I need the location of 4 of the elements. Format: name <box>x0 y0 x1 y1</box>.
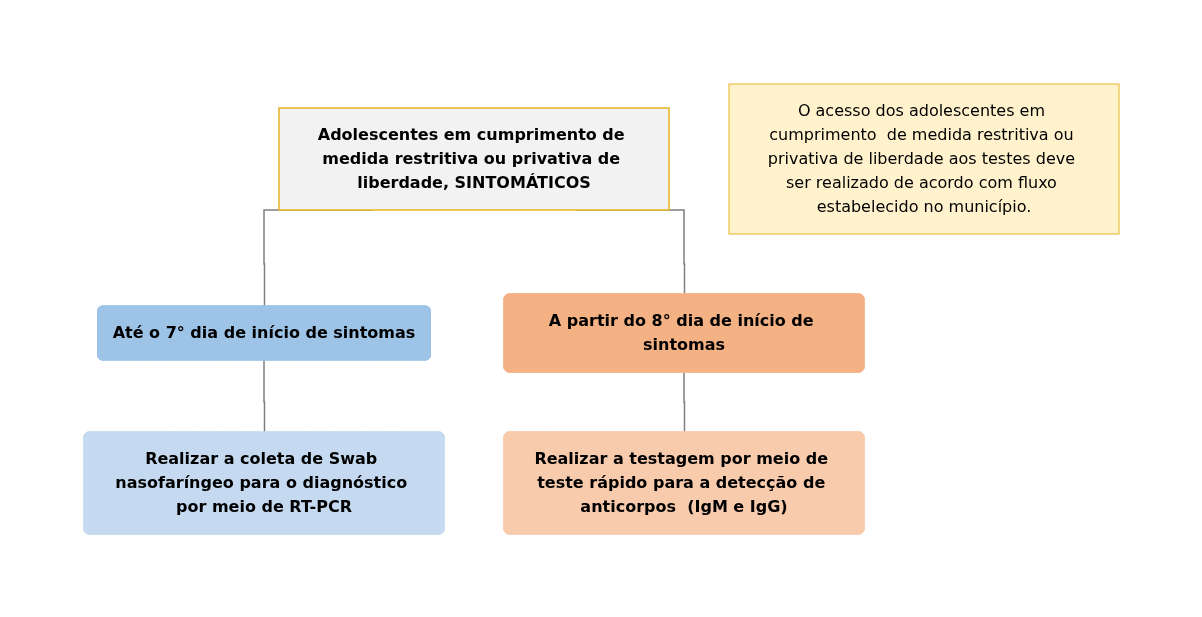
connector <box>262 359 265 433</box>
connector <box>682 371 685 433</box>
node-box: O acesso dos adolescentes em cumprimento de medida restritiva ou privativa de liberdade aos testes deve ser realizado de acordo com fluxo estabelecido no município. <box>728 83 1119 234</box>
node-box: Adolescentes em cumprimento de medida restritiva ou privativa de liberdade, SINTOMÁTICOS <box>277 106 670 211</box>
